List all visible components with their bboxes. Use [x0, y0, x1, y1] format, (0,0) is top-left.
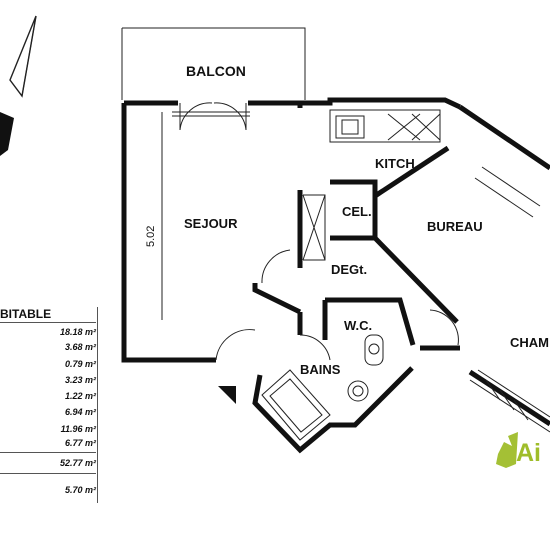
interior-doors — [215, 249, 459, 361]
area-value: 11.96 m² — [60, 424, 96, 434]
balcony — [121, 27, 306, 100]
balcon-label: BALCON — [186, 63, 246, 79]
balcony-door — [172, 102, 250, 131]
wc-label: W.C. — [344, 318, 372, 333]
bains-label: BAINS — [300, 362, 341, 377]
area-value: 6.94 m² — [64, 407, 96, 417]
area-extra: 5.70 m² — [64, 485, 96, 495]
bureau-label: BUREAU — [427, 219, 483, 234]
area-table: BITABLE 18.18 m² 3.68 m² 0.79 m² 3.23 m²… — [0, 307, 98, 503]
entrance-arrow-icon — [218, 386, 236, 404]
area-table-title: BITABLE — [0, 307, 52, 321]
compass-icon — [0, 15, 37, 156]
area-table-divider — [0, 452, 96, 453]
area-value: 3.68 m² — [64, 342, 96, 352]
watermark-logo: Ai — [496, 432, 541, 468]
cellier-storage — [302, 194, 326, 261]
area-table-border — [97, 307, 98, 503]
area-table-divider — [0, 473, 96, 474]
exterior-walls — [121, 97, 550, 454]
sejour-label: SEJOUR — [184, 216, 238, 231]
area-value: 1.22 m² — [64, 391, 96, 401]
bureau-closet — [474, 166, 541, 218]
sink-icon — [347, 380, 369, 402]
area-value: 18.18 m² — [59, 327, 96, 337]
kitchen-counter — [329, 109, 441, 143]
bathtub-icon — [261, 369, 331, 441]
chambre-closet — [469, 369, 550, 433]
toilet-icon — [364, 334, 384, 366]
area-table-divider — [0, 322, 96, 323]
degagement-label: DEGt. — [331, 262, 367, 277]
cellier-label: CEL. — [342, 204, 372, 219]
area-total: 52.77 m² — [59, 458, 96, 468]
chambre-label: CHAM — [510, 335, 549, 350]
interior-walls — [252, 103, 459, 346]
area-value: 3.23 m² — [64, 375, 96, 385]
area-value: 0.79 m² — [64, 359, 96, 369]
dimension-label: 5.02 — [145, 226, 157, 247]
kitchen-label: KITCH. — [375, 156, 418, 171]
logo-text: Ai — [516, 439, 541, 467]
area-value: 6.77 m² — [64, 438, 96, 448]
